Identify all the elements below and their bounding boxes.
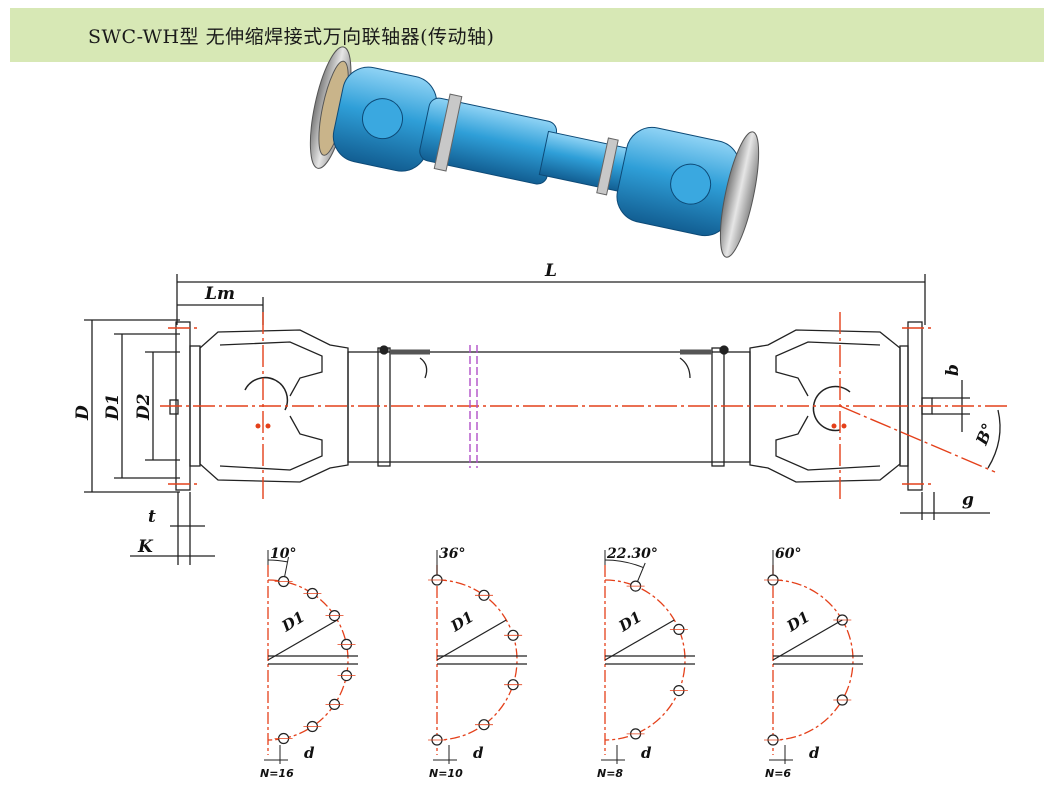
n-label: N=6	[765, 767, 791, 780]
page-title: SWC-WH型 无伸缩焊接式万向联轴器(传动轴)	[88, 26, 495, 48]
label-D1: D1	[103, 393, 123, 421]
d-label: d	[304, 744, 315, 762]
label-K: K	[137, 537, 154, 557]
label-D2: D2	[134, 393, 154, 421]
n-label: N=8	[597, 767, 623, 780]
tube	[347, 351, 751, 463]
flange-pattern-1: 10° D1 dN=16	[260, 546, 358, 780]
angle-label: 22.30°	[606, 546, 658, 562]
flange-pattern-3: 22.30° D1 dN=8	[597, 546, 695, 780]
angle-label: 60°	[775, 546, 801, 562]
n-label: N=16	[260, 767, 294, 780]
d-label: d	[641, 744, 652, 762]
label-L: L	[544, 261, 557, 281]
flange-pattern-2: 36° D1 dN=10	[428, 546, 527, 780]
d-label: d	[809, 744, 820, 762]
d1-label: D1	[783, 608, 813, 636]
title-bar: SWC-WH型 无伸缩焊接式万向联轴器(传动轴)	[10, 8, 1044, 62]
d1-label: D1	[447, 608, 477, 636]
label-D: D	[73, 405, 93, 421]
flange-pattern-4: 60° D1 dN=6	[764, 546, 863, 780]
d1-label: D1	[278, 608, 308, 636]
right-flange	[719, 131, 760, 258]
label-B: B°	[972, 420, 998, 448]
label-b: b	[943, 364, 963, 376]
left-yoke	[199, 329, 349, 483]
angle-label: 36°	[439, 546, 465, 562]
angle-label: 10°	[270, 546, 296, 562]
label-t: t	[148, 507, 156, 527]
label-g: g	[962, 490, 974, 510]
d-label: d	[473, 744, 484, 762]
d1-label: D1	[615, 608, 645, 636]
label-Lm: Lm	[204, 284, 235, 304]
n-label: N=10	[429, 767, 463, 780]
